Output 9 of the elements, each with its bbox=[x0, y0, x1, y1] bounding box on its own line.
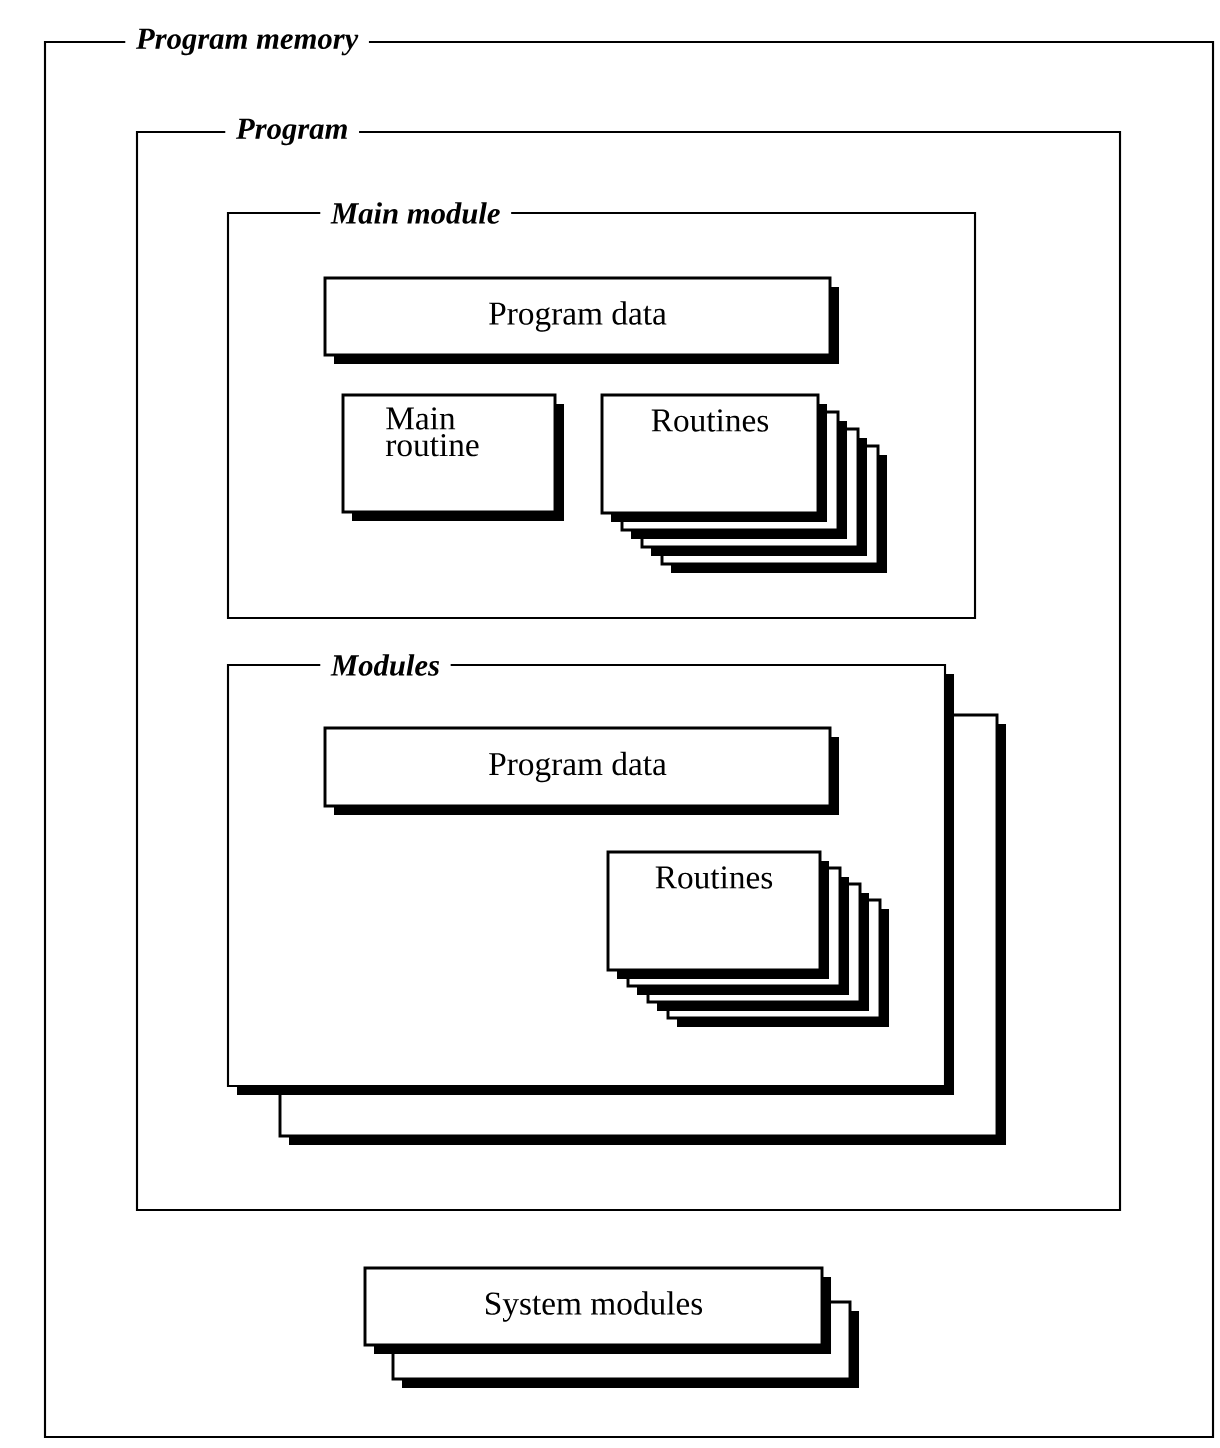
stacked-box: System modules bbox=[363, 1266, 859, 1388]
stacked-box: Routines bbox=[606, 850, 889, 1027]
labeled-box: Program data bbox=[323, 276, 839, 364]
stacked-box: Routines bbox=[600, 393, 887, 573]
labeled-box: Main routine bbox=[341, 393, 564, 521]
node-label: Routines bbox=[655, 866, 773, 889]
labeled-box: Program data bbox=[323, 726, 839, 815]
node-label: Modules bbox=[330, 654, 440, 676]
node-label: Routines bbox=[651, 409, 769, 432]
